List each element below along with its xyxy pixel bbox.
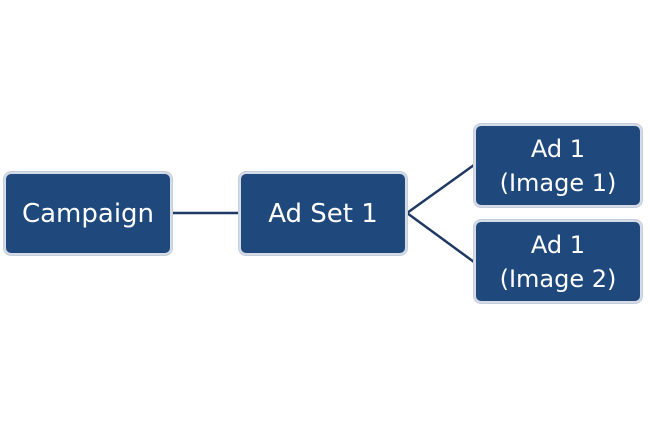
- connector-adset-to-ad-image-2: [406, 211, 475, 264]
- ad-image-1-title: Ad 1: [530, 134, 586, 163]
- ad-image-1-node: Ad 1 (Image 1): [474, 124, 642, 207]
- ad-image-2-subtitle: (Image 2): [499, 264, 617, 293]
- ad-image-2-title: Ad 1: [530, 230, 586, 259]
- connector-adset-to-ad-image-1: [406, 163, 475, 215]
- campaign-label: Campaign: [21, 198, 155, 229]
- ad-set-node: Ad Set 1: [239, 172, 407, 255]
- ad-image-2-node: Ad 1 (Image 2): [474, 220, 642, 303]
- ad-set-label: Ad Set 1: [268, 198, 378, 229]
- ad-image-1-subtitle: (Image 1): [499, 168, 617, 197]
- campaign-node: Campaign: [4, 172, 172, 255]
